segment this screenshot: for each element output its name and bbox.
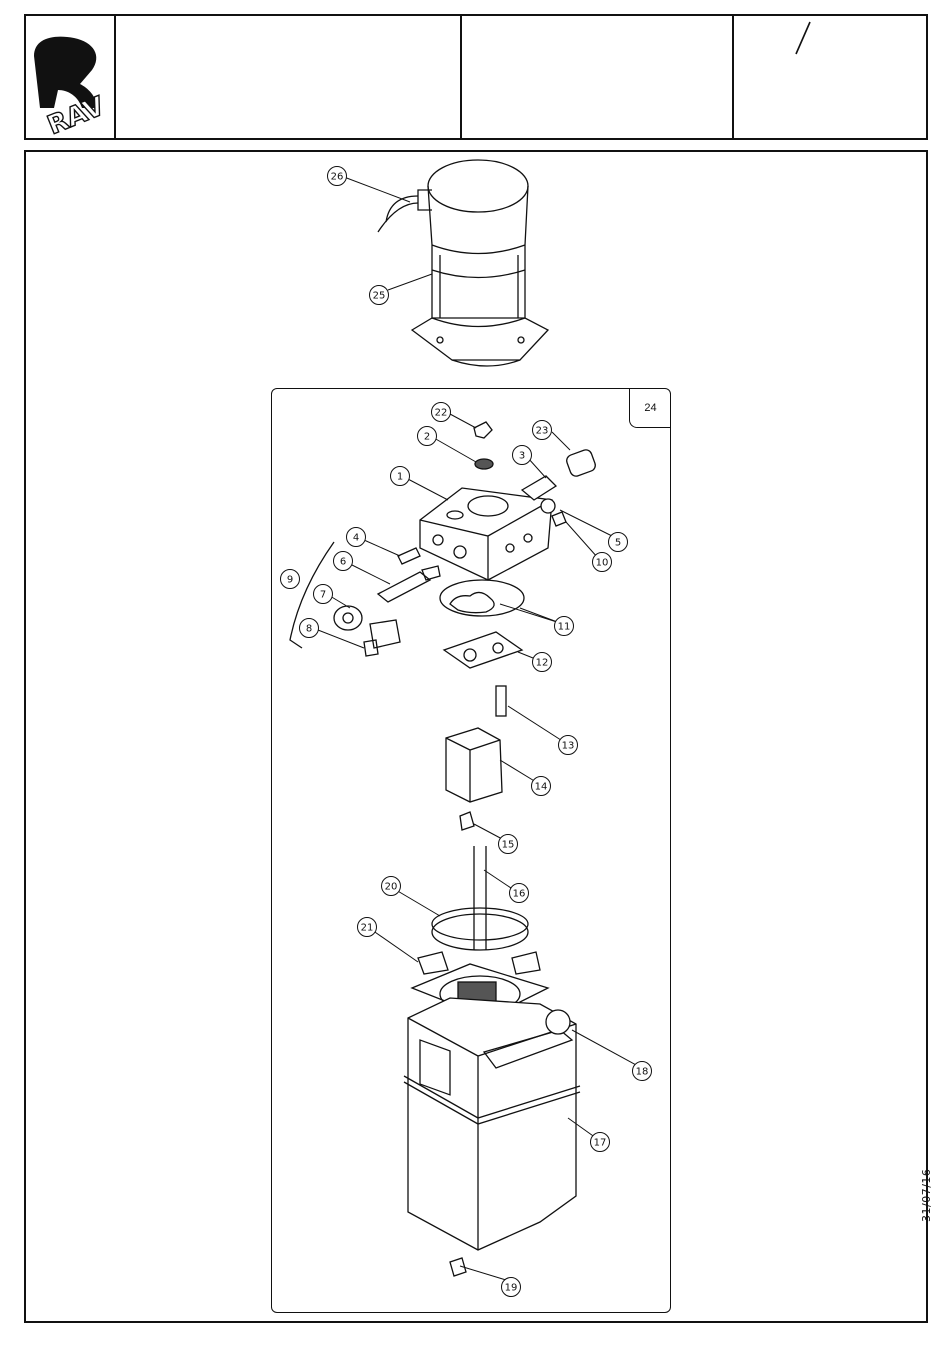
callout-5: 5 [609,533,628,552]
callout-number: 12 [536,658,549,669]
callout-6: 6 [334,552,353,571]
callout-number: 2 [424,432,430,443]
callout-number: 9 [287,575,293,586]
callout-12: 12 [533,653,552,672]
callout-number: 15 [502,840,515,851]
callout-number: 10 [596,558,609,569]
callout-17: 17 [591,1133,610,1152]
callout-11: 11 [555,617,574,636]
callout-number: 1 [397,472,403,483]
callout-10: 10 [593,553,612,572]
callout-20: 20 [382,877,401,896]
callout-18: 18 [633,1062,652,1081]
callout-number: 17 [594,1138,607,1149]
callout-23: 23 [533,421,552,440]
callout-number: 7 [320,590,326,601]
callout-7: 7 [314,585,333,604]
callout-8: 8 [300,619,319,638]
electric-motor [378,160,548,366]
callout-number: 18 [636,1067,649,1078]
callout-19: 19 [502,1278,521,1297]
callout-9: 9 [281,570,300,589]
callout-number: 25 [373,291,386,302]
callout-22: 22 [432,403,451,422]
callout-number: 21 [361,923,374,934]
callout-1: 1 [391,467,410,486]
callout-14: 14 [532,777,551,796]
callout-number: 3 [519,451,525,462]
callout-number: 20 [385,882,398,893]
callout-number: 4 [353,533,359,544]
callout-26: 26 [328,167,347,186]
callout-number: 6 [340,557,346,568]
callout-number: 8 [306,624,312,635]
callout-number: 23 [536,426,549,437]
callout-21: 21 [358,918,377,937]
callout-number: 16 [513,889,526,900]
callout-16: 16 [510,884,529,903]
motor-cable [378,196,418,232]
callout-number: 22 [435,408,448,419]
callout-number: 14 [535,782,548,793]
callout-2: 2 [418,427,437,446]
callout-number: 13 [562,741,575,752]
callout-15: 15 [499,835,518,854]
callout-3: 3 [513,446,532,465]
valve-block [420,488,552,580]
callout-4: 4 [347,528,366,547]
callout-number: 26 [331,172,344,183]
callout-number: 11 [558,622,571,633]
revision-date: 31/07/16 [920,1169,933,1222]
callout-number: 5 [615,538,621,549]
callout-13: 13 [559,736,578,755]
oil-tank [404,998,580,1250]
callout-number: 19 [505,1283,518,1294]
callout-25: 25 [370,286,389,305]
